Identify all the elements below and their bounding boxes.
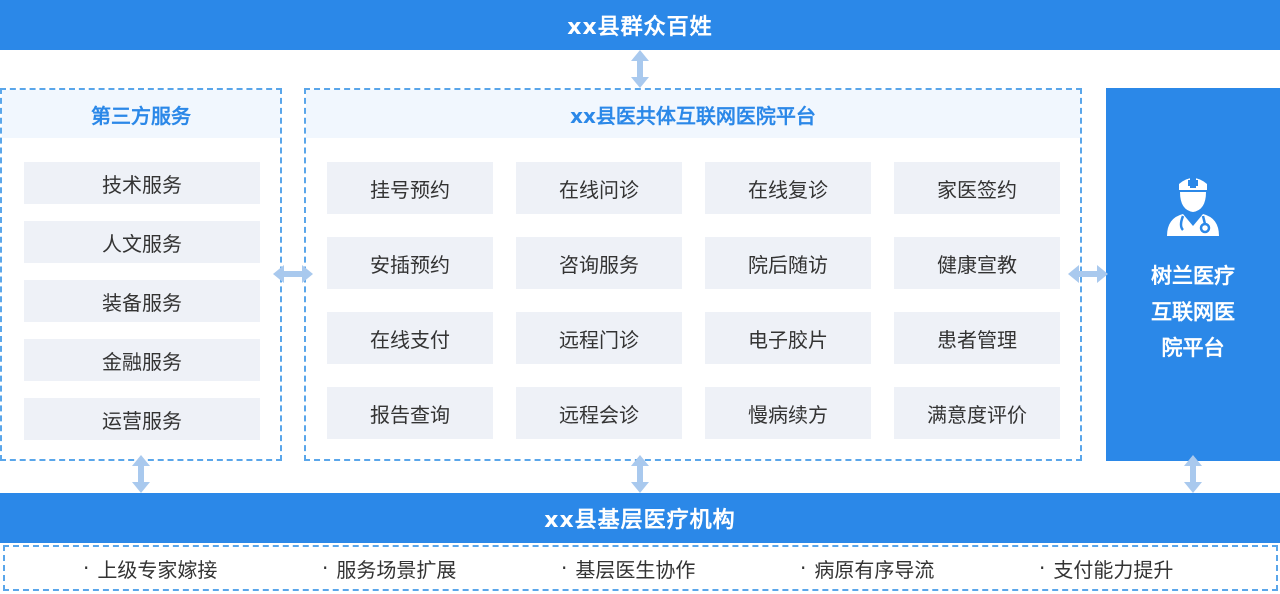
feature-item: · 基层医生协作 <box>561 547 695 589</box>
service-item: 慢病续方 <box>705 387 871 439</box>
feature-label: 支付能力提升 <box>1053 557 1174 582</box>
shulan-platform-panel: 树兰医疗 互联网医 院平台 <box>1106 88 1280 461</box>
vertical-double-arrow-icon <box>132 455 150 493</box>
service-item: 电子胶片 <box>705 312 871 364</box>
feature-label: 病原有序导流 <box>814 557 935 582</box>
service-item: 咨询服务 <box>516 237 682 289</box>
horizontal-double-arrow-icon <box>1068 265 1108 283</box>
feature-label: 上级专家嫁接 <box>97 557 218 582</box>
service-item: 健康宣教 <box>894 237 1060 289</box>
top-bar-title: xx县群众百姓 <box>567 15 713 40</box>
horizontal-double-arrow-icon <box>273 265 313 283</box>
service-item: 院后随访 <box>705 237 871 289</box>
bottom-bar-title: xx县基层医疗机构 <box>544 508 736 533</box>
service-item: 远程门诊 <box>516 312 682 364</box>
feature-item: · 支付能力提升 <box>1039 547 1173 589</box>
service-item: 报告查询 <box>327 387 493 439</box>
third-party-services-title: 第三方服务 <box>2 90 280 138</box>
service-item: 满意度评价 <box>894 387 1060 439</box>
service-item: 在线复诊 <box>705 162 871 214</box>
internet-hospital-platform-panel: xx县医共体互联网医院平台 挂号预约 在线问诊 在线复诊 家医签约 安插预约 咨… <box>304 88 1082 461</box>
left-item: 装备服务 <box>24 280 260 322</box>
service-item: 在线支付 <box>327 312 493 364</box>
service-item: 远程会诊 <box>516 387 682 439</box>
doctor-icon <box>1167 178 1219 236</box>
top-bar: xx县群众百姓 <box>0 0 1280 50</box>
shulan-platform-title: 树兰医疗 互联网医 院平台 <box>1151 264 1235 360</box>
bullet: · <box>561 556 568 580</box>
third-party-services-panel: 第三方服务 技术服务 人文服务 装备服务 金融服务 运营服务 <box>0 88 282 461</box>
left-item: 技术服务 <box>24 162 260 204</box>
features-row: · 上级专家嫁接 · 服务场景扩展 · 基层医生协作 · 病原有序导流 · 支付… <box>3 545 1278 591</box>
service-item: 安插预约 <box>327 237 493 289</box>
feature-item: · 服务场景扩展 <box>322 547 456 589</box>
feature-label: 服务场景扩展 <box>336 557 457 582</box>
left-item: 人文服务 <box>24 221 260 263</box>
service-item: 在线问诊 <box>516 162 682 214</box>
feature-item: · 上级专家嫁接 <box>83 547 217 589</box>
service-item: 患者管理 <box>894 312 1060 364</box>
internet-hospital-platform-title: xx县医共体互联网医院平台 <box>306 90 1080 138</box>
service-item: 家医签约 <box>894 162 1060 214</box>
vertical-double-arrow-icon <box>631 50 649 88</box>
vertical-double-arrow-icon <box>631 455 649 493</box>
feature-label: 基层医生协作 <box>575 557 696 582</box>
bullet: · <box>83 556 90 580</box>
bullet: · <box>1039 556 1046 580</box>
feature-item: · 病原有序导流 <box>800 547 934 589</box>
left-item: 金融服务 <box>24 339 260 381</box>
left-item: 运营服务 <box>24 398 260 440</box>
bullet: · <box>800 556 807 580</box>
vertical-double-arrow-icon <box>1184 455 1202 493</box>
bullet: · <box>322 556 329 580</box>
service-item: 挂号预约 <box>327 162 493 214</box>
bottom-bar: xx县基层医疗机构 <box>0 493 1280 543</box>
